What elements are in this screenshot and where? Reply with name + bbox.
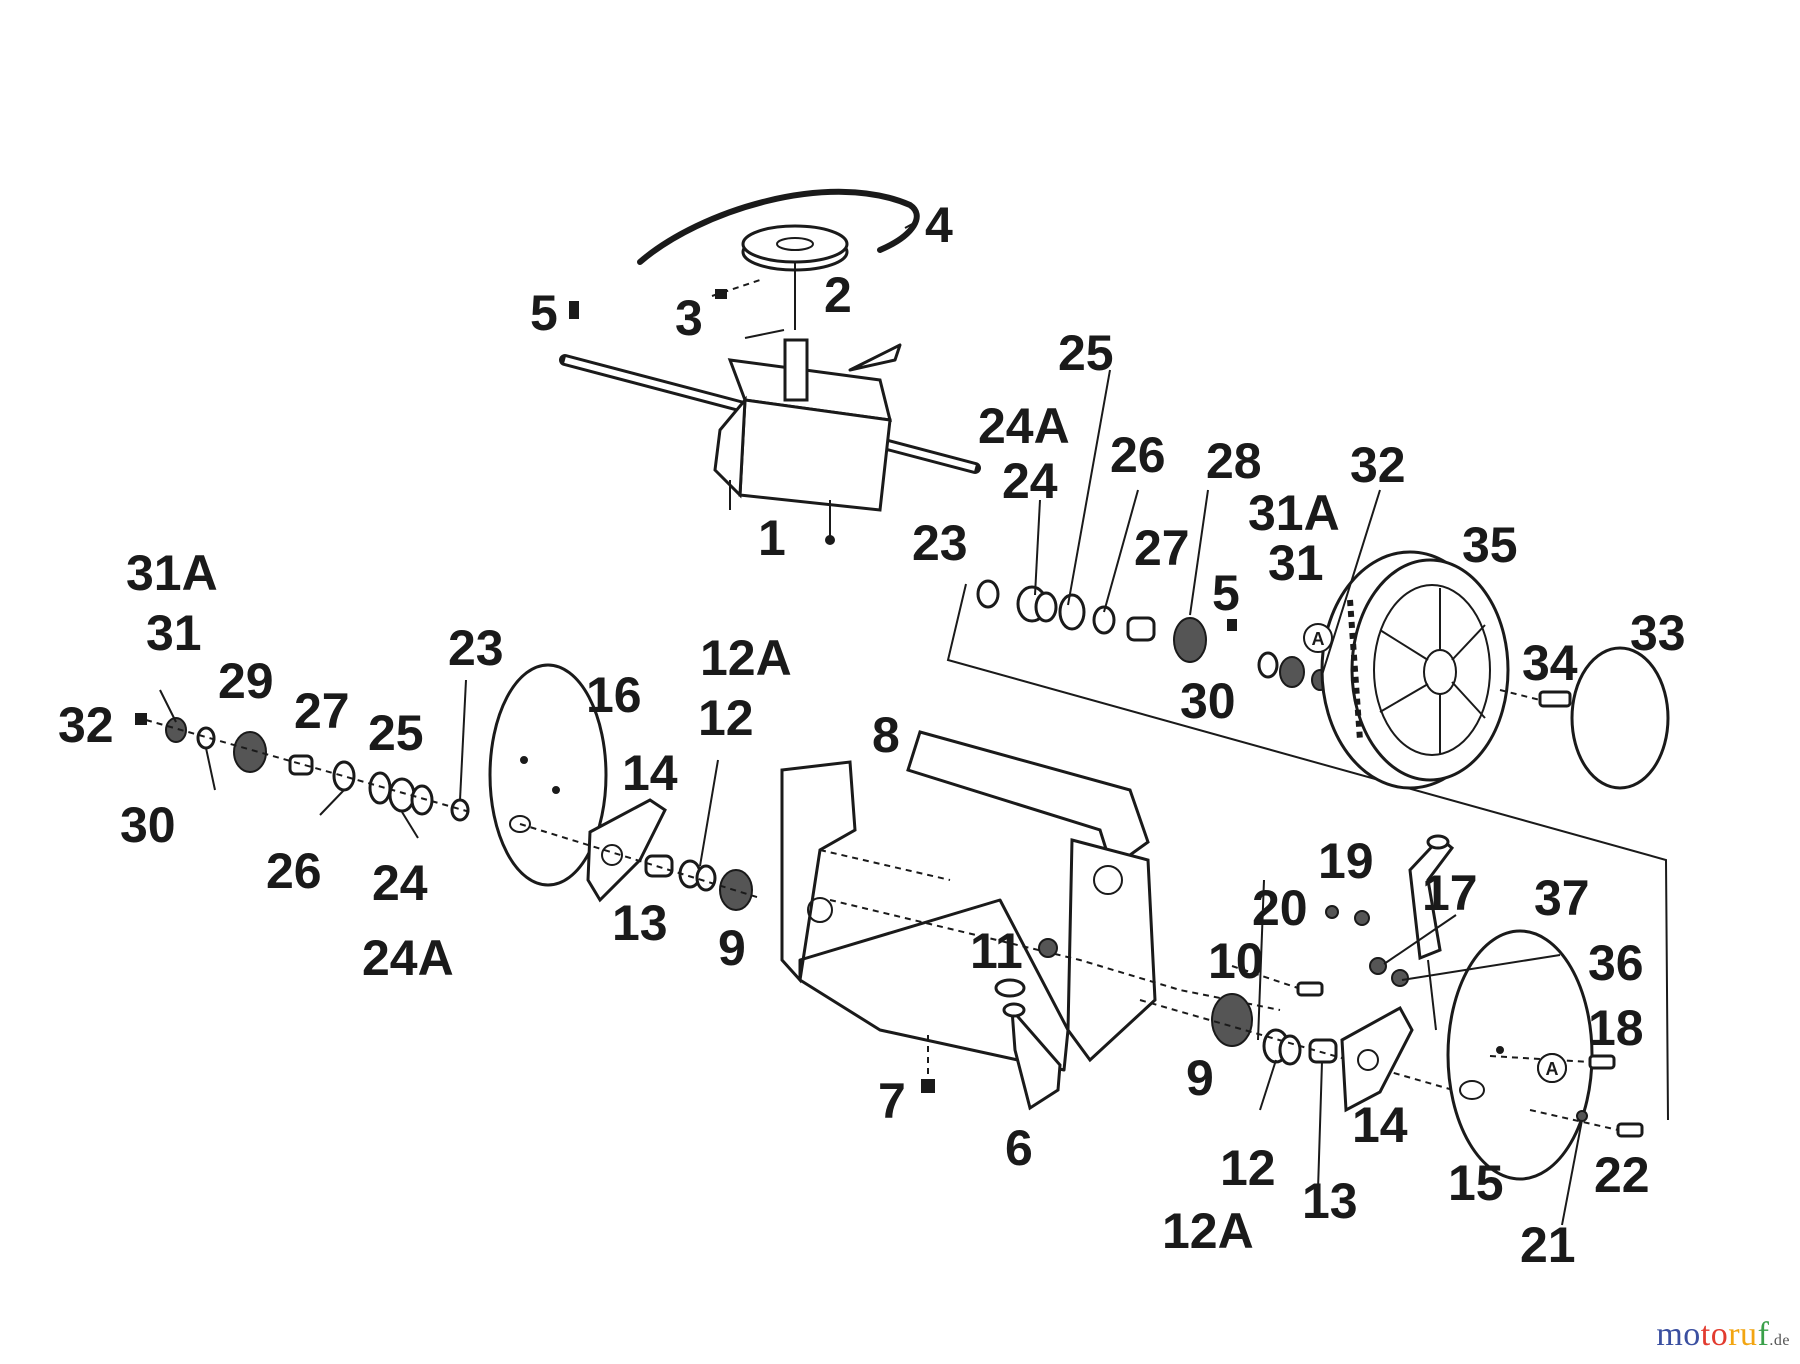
label-24-left: 24 — [372, 855, 428, 911]
label-24-right: 24 — [1002, 453, 1058, 509]
label-36: 36 — [1588, 935, 1644, 991]
label-22: 22 — [1594, 1147, 1650, 1203]
label-25-right: 25 — [1058, 325, 1114, 381]
label-11: 11 — [970, 923, 1023, 979]
label-16: 16 — [586, 667, 642, 723]
part-labels: 1 2 3 4 5 5 6 7 8 9 9 10 11 12 12 12A 12… — [58, 197, 1686, 1273]
label-30-left: 30 — [120, 797, 176, 853]
label-4: 4 — [925, 197, 953, 253]
marker-a-top: A — [1312, 629, 1325, 649]
label-5-right: 5 — [1212, 565, 1240, 621]
drive-belt — [637, 188, 920, 265]
label-12-right: 12 — [1220, 1140, 1276, 1196]
label-33: 33 — [1630, 605, 1686, 661]
label-21: 21 — [1520, 1217, 1576, 1273]
label-30-right: 30 — [1180, 673, 1236, 729]
label-24A-left: 24A — [362, 930, 454, 986]
watermark-part-3: ru — [1728, 1316, 1758, 1353]
label-19: 19 — [1318, 833, 1374, 889]
label-6: 6 — [1005, 1120, 1033, 1176]
label-26-right: 26 — [1110, 427, 1166, 483]
label-27-right: 27 — [1134, 520, 1190, 576]
watermark-part-4: f — [1757, 1316, 1770, 1353]
pulley — [741, 224, 849, 330]
label-3: 3 — [675, 290, 703, 346]
axle-pin — [569, 301, 579, 319]
hub-cap — [1570, 646, 1670, 790]
rear-wheel — [1320, 550, 1510, 790]
label-18: 18 — [1588, 1000, 1644, 1056]
watermark-part-1: mo — [1656, 1316, 1701, 1353]
right-axle-parts — [976, 579, 1332, 691]
screw-7 — [921, 1035, 935, 1093]
label-2: 2 — [824, 267, 852, 323]
label-31-left: 31 — [146, 605, 202, 661]
label-32-right: 32 — [1350, 437, 1406, 493]
label-10: 10 — [1208, 933, 1264, 989]
chassis-frame — [780, 760, 1281, 1072]
label-15: 15 — [1448, 1155, 1504, 1211]
right-plate — [1446, 929, 1594, 1181]
label-29: 29 — [218, 653, 274, 709]
label-31A-right: 31A — [1248, 485, 1340, 541]
label-9-left: 9 — [718, 920, 746, 976]
label-13-left: 13 — [612, 895, 668, 951]
label-14-right: 14 — [1352, 1097, 1408, 1153]
small-hardware — [1231, 905, 1644, 1138]
watermark-part-2: to — [1700, 1316, 1729, 1353]
bracket-line-right — [946, 583, 1669, 1121]
label-26-left: 26 — [266, 843, 322, 899]
label-12-left: 12 — [698, 690, 754, 746]
rear-flap — [906, 730, 1150, 871]
label-28: 28 — [1206, 433, 1262, 489]
label-31-right: 31 — [1268, 535, 1324, 591]
label-13-right: 13 — [1302, 1173, 1358, 1229]
left-axle-parts — [135, 713, 471, 822]
left-bearings — [519, 823, 761, 911]
label-35: 35 — [1462, 517, 1518, 573]
wheel-bolt — [1499, 689, 1572, 708]
label-1: 1 — [758, 510, 786, 566]
label-24A-right: 24A — [978, 398, 1070, 454]
label-14-left: 14 — [622, 745, 678, 801]
label-34: 34 — [1522, 635, 1578, 691]
height-lever — [1408, 834, 1455, 1031]
nut-11 — [1038, 938, 1058, 958]
label-5-top: 5 — [530, 285, 558, 341]
label-25-left: 25 — [368, 705, 424, 761]
label-7: 7 — [878, 1073, 906, 1129]
marker-a-bottom: A — [1546, 1059, 1559, 1079]
label-27-left: 27 — [294, 683, 350, 739]
pulley-key — [711, 279, 761, 299]
label-8: 8 — [872, 707, 900, 763]
right-bracket — [1340, 1005, 1414, 1113]
label-9-right: 9 — [1186, 1050, 1214, 1106]
watermark-tld: .de — [1769, 1332, 1790, 1349]
label-17: 17 — [1422, 865, 1478, 921]
label-20: 20 — [1252, 880, 1308, 936]
label-32-left: 32 — [58, 697, 114, 753]
label-12A-right: 12A — [1162, 1203, 1254, 1259]
left-plate — [488, 663, 608, 887]
label-23-left: 23 — [448, 620, 504, 676]
site-watermark: motoruf.de — [1656, 1316, 1790, 1354]
label-37: 37 — [1534, 870, 1590, 926]
label-12A-left: 12A — [700, 630, 792, 686]
label-23-right: 23 — [912, 515, 968, 571]
gearbox — [559, 338, 981, 545]
label-31A-left: 31A — [126, 545, 218, 601]
deflector — [994, 978, 1062, 1111]
